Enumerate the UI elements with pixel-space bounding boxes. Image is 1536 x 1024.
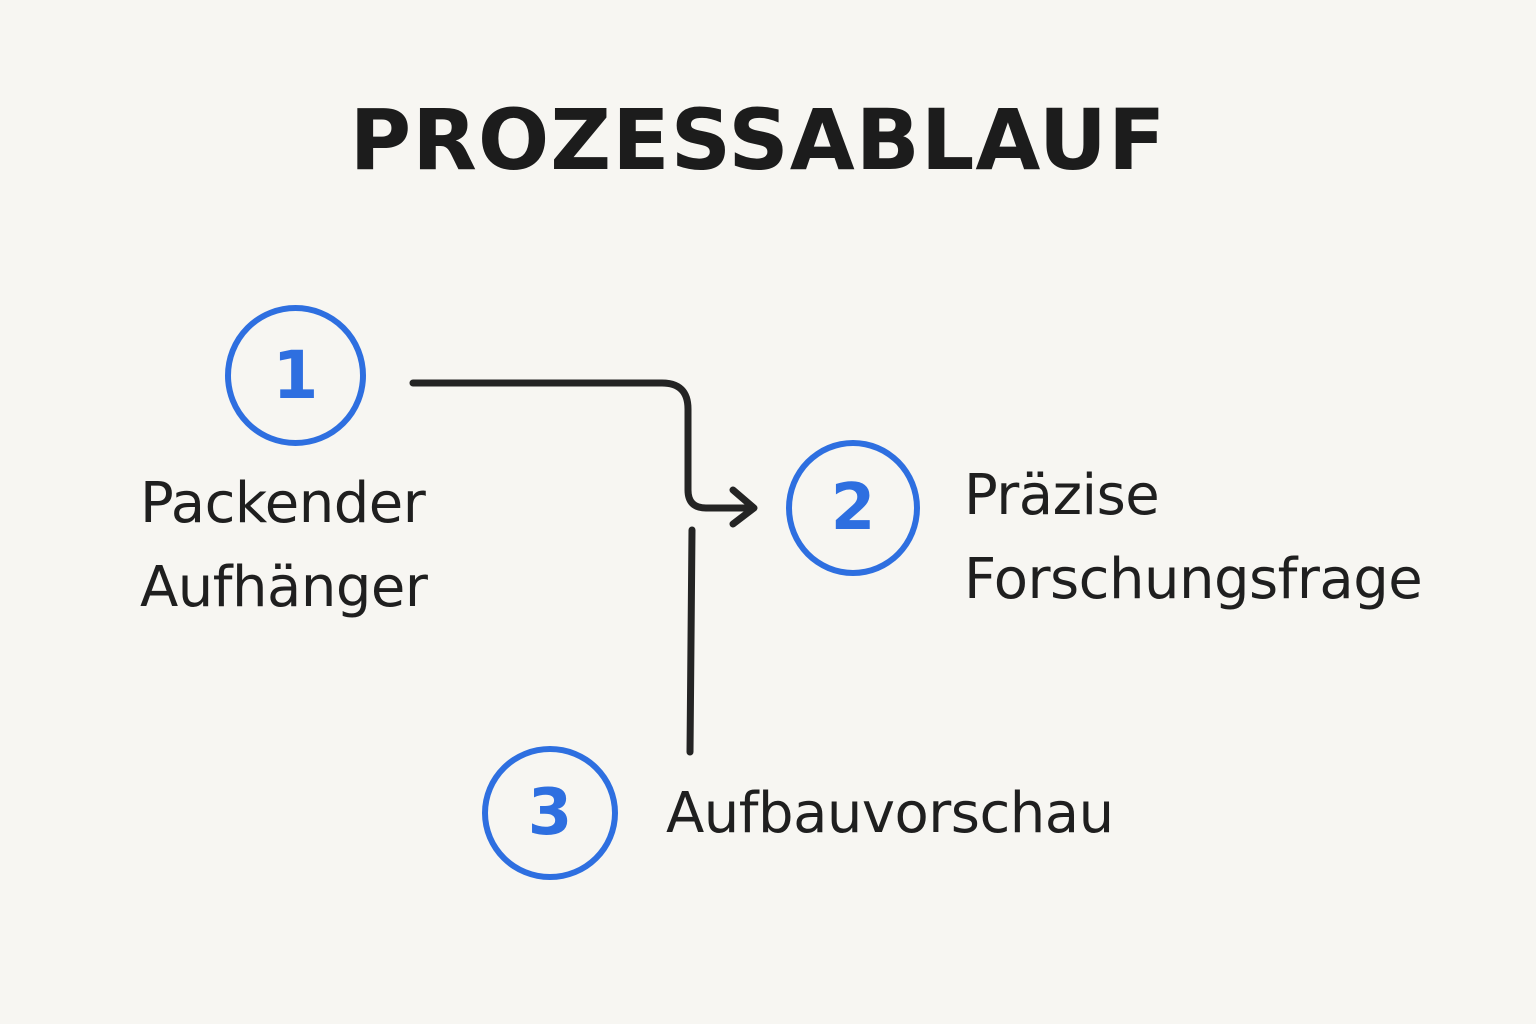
step-2-label-line-2: Forschungsfrage [964, 547, 1423, 612]
step-1-number-badge: 1 [225, 305, 366, 446]
step-3-number: 3 [527, 776, 573, 850]
step-1-label-line-1: Packender [140, 471, 426, 536]
step-2-label-line-1: Präzise [964, 463, 1160, 528]
connector-3-to-2 [686, 526, 696, 756]
step-3-number-badge: 3 [482, 746, 618, 880]
step-3-label: Aufbauvorschau [666, 772, 1114, 856]
step-2-number-badge: 2 [786, 440, 920, 576]
diagram-title: PROZESSABLAUF [349, 91, 1167, 189]
step-1-label: Packender Aufhänger [140, 462, 428, 630]
step-3-label-line-1: Aufbauvorschau [666, 781, 1114, 846]
arrowhead-icon [729, 486, 758, 528]
step-1-number: 1 [272, 337, 319, 414]
connector-1-to-2 [409, 379, 758, 528]
step-2-number: 2 [830, 471, 876, 545]
step-2-label: Präzise Forschungsfrage [964, 454, 1423, 622]
step-1-label-line-2: Aufhänger [140, 555, 428, 620]
